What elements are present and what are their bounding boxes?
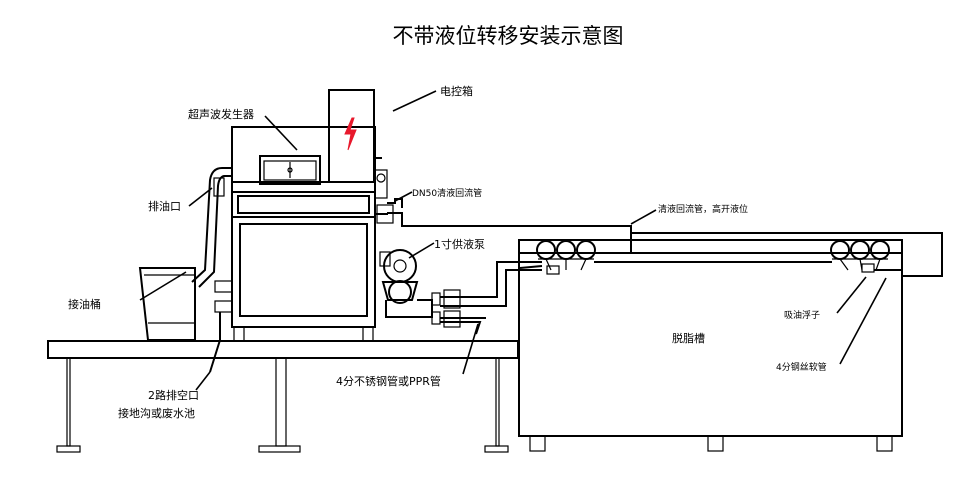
label-oil-float: 吸油浮子 xyxy=(784,309,820,321)
generator-display xyxy=(259,155,321,185)
drain-valves xyxy=(209,280,233,373)
label-drain-line1: 2路排空口 xyxy=(148,388,199,402)
diagram-title: 不带液位转移安装示意图 xyxy=(393,24,624,48)
lightning-bolt-icon xyxy=(344,117,357,151)
right-oil-floats xyxy=(830,240,890,273)
label-pump: 1寸供液泵 xyxy=(434,237,485,251)
label-clear-return: 清液回流管，高开液位 xyxy=(658,203,748,215)
label-hose: 4分钢丝软管 xyxy=(776,361,827,373)
oil-outlet-pipe xyxy=(191,167,232,288)
leader-lines xyxy=(188,90,887,391)
supply-pump xyxy=(379,249,441,325)
supply-pipe xyxy=(440,261,542,335)
degreasing-tank xyxy=(402,225,943,452)
label-dn50-return: DN50清液回流管 xyxy=(412,187,482,199)
label-control-box: 电控箱 xyxy=(440,84,473,98)
label-pipe: 4分不锈钢管或PPR管 xyxy=(336,374,441,388)
left-oil-floats xyxy=(536,240,596,275)
label-degrease-tank: 脱脂槽 xyxy=(672,331,705,345)
label-ultrasonic-generator: 超声波发生器 xyxy=(188,107,254,121)
label-oil-outlet: 排油口 xyxy=(148,199,181,213)
ultrasonic-generator-cabinet xyxy=(231,126,376,342)
support-table xyxy=(47,340,519,453)
oil-bucket xyxy=(138,267,196,341)
electric-control-box xyxy=(328,89,375,183)
label-oil-bucket: 接油桶 xyxy=(68,297,101,311)
label-drain-line2: 接地沟或废水池 xyxy=(118,406,195,420)
